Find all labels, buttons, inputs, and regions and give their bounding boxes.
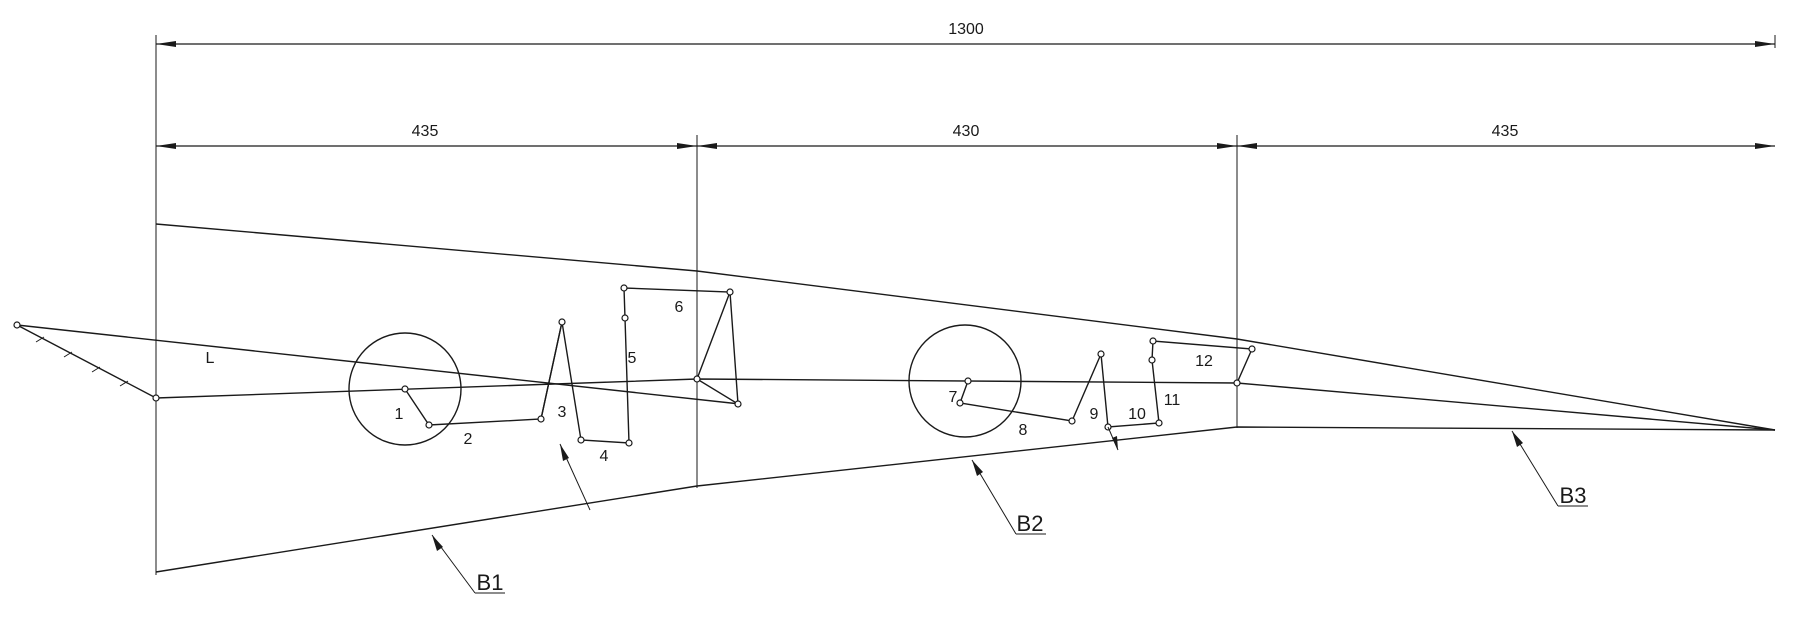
arrow-right-icon [1217,143,1237,149]
route-right [959,340,1254,428]
beam-leaders: B1 B2 B3 [431,426,1588,595]
arrow-right-icon [677,143,697,149]
arrow-b3-icon [1512,431,1523,447]
segment-label-7: 7 [949,389,958,406]
segment-label-2: 2 [464,431,473,448]
nodes [13,284,1256,447]
segment-label-11: 11 [1164,392,1181,409]
segment-label-6: 6 [675,299,684,316]
segment-numbers: 1 2 3 4 5 6 7 8 9 10 11 12 [395,299,1213,465]
beam-label-b2: B2 [1017,511,1044,536]
arrow-left-icon [156,143,176,149]
segment-label-5: 5 [628,350,637,367]
arrow-left-icon [697,143,717,149]
arrow-mid-icon [560,444,569,461]
top-edge [155,223,1776,431]
segment-label-1: 1 [395,406,404,423]
dimension-left-label: 435 [412,123,439,140]
route-left-path [404,287,739,444]
circle-right [908,324,1022,438]
segment-label-4: 4 [600,448,609,465]
arrow-right-icon [1755,143,1775,149]
dimension-lines: 1300 435 430 435 [155,21,1776,575]
segment-label-9: 9 [1090,406,1099,423]
route-left [404,287,739,444]
arrow-right-icon [1755,41,1775,47]
line-l-label: L [206,350,215,367]
segment-label-12: 12 [1195,353,1213,370]
segment-label-3: 3 [558,404,567,421]
dimension-middle-label: 430 [953,123,980,140]
arrow-left-icon [1237,143,1257,149]
arrow-left-icon [156,41,176,47]
bottom-edge [155,426,1776,573]
beam-label-b1: B1 [477,570,504,595]
hatch-baseline [16,324,157,399]
line-l [16,324,741,405]
segment-label-8: 8 [1019,422,1028,439]
circle-left [348,332,462,446]
dimension-right-label: 435 [1492,123,1519,140]
route-right-path [959,340,1254,428]
arrow-b1-icon [432,535,443,551]
hatch-marks [35,336,129,387]
beam-label-b3: B3 [1560,483,1587,508]
segment-label-10: 10 [1128,406,1146,423]
structure-outline: L [16,223,1776,573]
dimension-total-label: 1300 [948,21,984,38]
arrow-b2-icon [972,460,983,476]
